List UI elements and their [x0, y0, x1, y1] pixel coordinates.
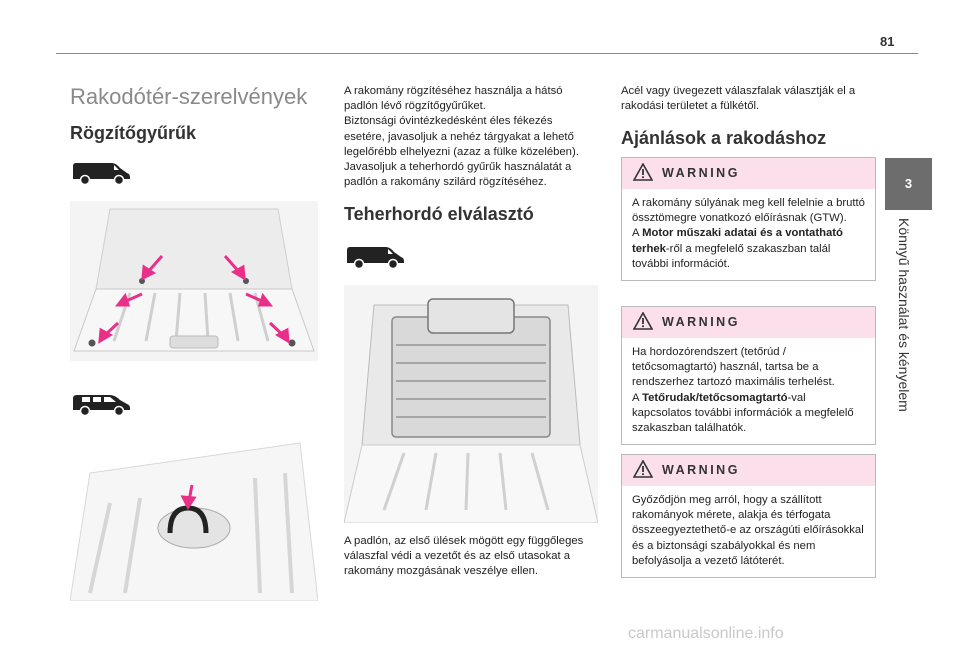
lashing-ring-illustration	[69, 433, 319, 602]
partition-heading: Teherhordó elválasztó	[344, 204, 534, 224]
warning-triangle-icon	[633, 163, 653, 181]
page-number: 81	[880, 34, 895, 49]
warning-title: WARNING	[662, 166, 740, 180]
warning-text: Ha hordozórendszert (tetőrúd / tetőcsoma…	[622, 338, 875, 444]
warning-text-part: Győződjön meg arról, hogy a szállított r…	[632, 494, 864, 567]
van-icon	[347, 247, 404, 270]
top-rule	[56, 53, 918, 54]
subsection-title: Rögzítőgyűrűk	[70, 123, 196, 143]
warning-text-part: -ről a megfelelő szakaszban talál tovább…	[632, 242, 831, 270]
warning-header: WARNING	[622, 455, 875, 486]
warning-triangle-icon	[633, 460, 653, 478]
warning-box-2: WARNING Ha hordozórendszert (tetőrúd / t…	[621, 306, 876, 446]
minivan-icon	[73, 395, 130, 417]
warning-title: WARNING	[662, 463, 740, 477]
warning-bold-ref: Motor műszaki adatai és a vontatható ter…	[632, 227, 843, 255]
warning-header: WARNING	[622, 158, 875, 189]
partition-illustration	[343, 285, 599, 524]
chapter-tab[interactable]: 3	[885, 158, 932, 210]
warning-header: WARNING	[622, 307, 875, 338]
warning-bold-ref: Tetőrudak/tetőcsomagtartó	[642, 391, 788, 404]
warning-text-part: A rakomány súlyának meg kell felelnie a …	[632, 197, 865, 240]
warning-text-part: -val kapcsolatos további információk a m…	[632, 391, 854, 435]
warning-box-3: WARNING Győződjön meg arról, hogy a szál…	[621, 454, 876, 579]
lashing-rings-paragraph: A rakomány rögzítéséhez használja a háts…	[344, 85, 579, 189]
chapter-title: Könnyű használat és kényelem	[896, 218, 912, 412]
warning-text-part: Ha hordozórendszert (tetőrúd / tetőcsoma…	[632, 346, 835, 404]
van-icon	[73, 163, 130, 186]
loading-heading: Ajánlások a rakodáshoz	[621, 128, 827, 148]
partition-intro: Acél vagy üvegezett válaszfalak választj…	[621, 85, 856, 113]
warning-text: A rakomány súlyának meg kell felelnie a …	[622, 189, 875, 280]
warning-text: Győződjön meg arról, hogy a szállított r…	[622, 486, 875, 577]
cargo-floor-illustration	[70, 201, 318, 361]
partition-paragraph: A padlón, az első ülések mögött egy függ…	[344, 535, 584, 578]
warning-triangle-icon	[633, 312, 653, 330]
watermark: carmanualsonline.info	[628, 625, 784, 642]
warning-box-1: WARNING A rakomány súlyának meg kell fel…	[621, 157, 876, 282]
warning-title: WARNING	[662, 315, 740, 329]
section-title: Rakodótér-szerelvények	[70, 84, 308, 109]
